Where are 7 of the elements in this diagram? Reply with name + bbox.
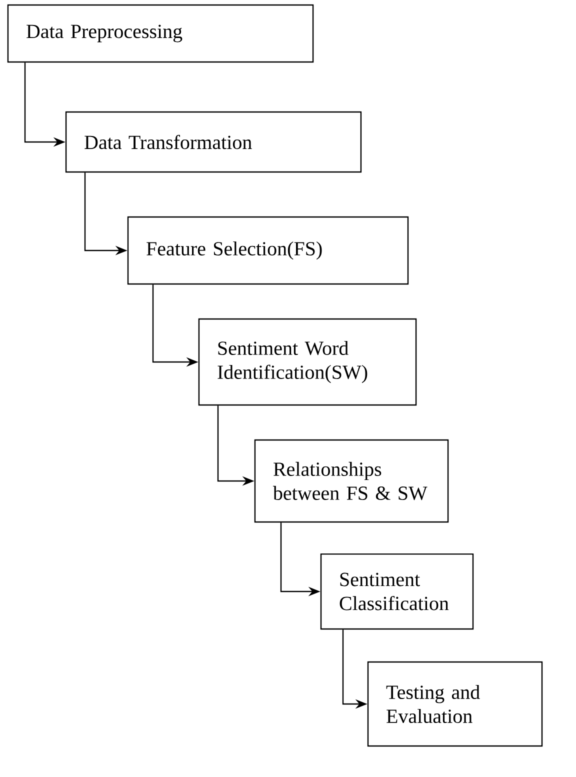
process-box: Sentiment Word Identification(SW) (198, 318, 417, 406)
process-box: Data Preprocessing (7, 4, 314, 63)
process-box: Data Transformation (65, 111, 362, 173)
process-box: Relationships between FS & SW (254, 439, 449, 523)
process-box: Testing and Evaluation (367, 661, 543, 747)
process-box: Sentiment Classification (320, 553, 474, 630)
process-box: Feature Selection(FS) (127, 216, 409, 285)
